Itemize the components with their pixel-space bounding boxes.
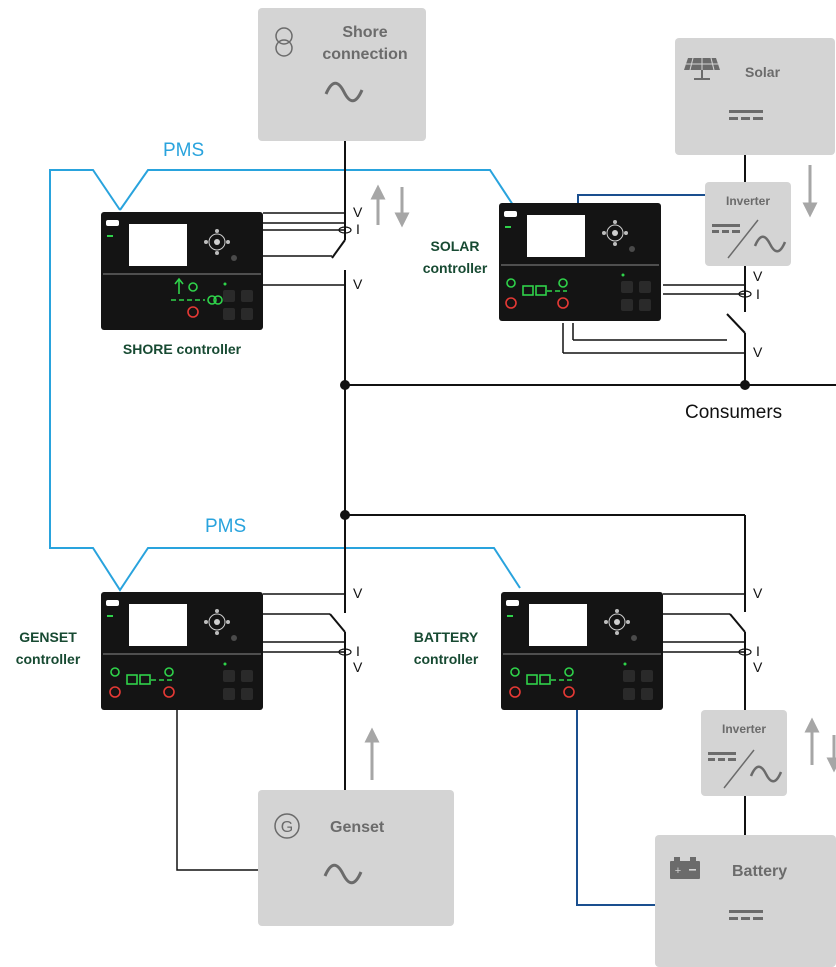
solar-controller-wiring [562, 284, 745, 354]
breaker-mimic-icon [506, 278, 568, 296]
battery-title: Battery [732, 863, 787, 880]
shore-title-line1: Shore [342, 24, 387, 41]
ac-sine-icon [323, 863, 363, 885]
shore-controller-label: SHORE controller [123, 341, 242, 357]
current-transformer-icon [338, 648, 352, 656]
main-busbar [329, 140, 836, 835]
battery-controller-label-line2: controller [414, 651, 479, 667]
voltage-label: V [753, 659, 763, 675]
shore-controller-panel [100, 211, 264, 331]
current-label: I [356, 221, 360, 237]
battery-controller-wiring [663, 593, 745, 653]
pms-label-top: PMS [163, 140, 204, 161]
current-transformer-icon [338, 226, 352, 234]
battery-controller-label-line1: BATTERY [414, 629, 479, 645]
inverter-bottom-label: Inverter [722, 722, 766, 736]
bus-node [340, 510, 350, 520]
current-transformer-icon [738, 648, 752, 656]
svg-text:G: G [281, 819, 293, 836]
solar-controller-label-line2: controller [423, 260, 488, 276]
inverter-bottom-box: Inverter [701, 710, 787, 796]
voltage-label: V [353, 659, 363, 675]
breaker-mimic-icon [510, 667, 575, 685]
genset-controller-wiring [176, 593, 345, 871]
stop-button-icon [563, 686, 575, 698]
shore-controller-wiring [263, 212, 345, 286]
shore-title-line2: connection [322, 46, 407, 63]
solar-dc-link [577, 194, 705, 203]
dc-ac-converter-icon [708, 749, 783, 789]
breaker-mimic-icon [110, 667, 175, 685]
battery-box: + Battery [655, 835, 836, 967]
stop-button-icon [187, 306, 199, 318]
current-label: I [756, 643, 760, 659]
voltage-label: V [353, 276, 363, 292]
ac-sine-icon [324, 81, 364, 103]
current-transformer-icon [738, 290, 752, 298]
dc-icon [729, 910, 763, 920]
voltage-label: V [753, 344, 763, 360]
stop-button-icon [109, 686, 121, 698]
dc-icon [729, 110, 763, 120]
consumers-label: Consumers [685, 402, 782, 423]
genset-controller-panel [100, 591, 264, 711]
current-label: I [756, 286, 760, 302]
genset-title: Genset [330, 819, 385, 836]
transformer-icon [275, 27, 293, 57]
battery-dc-link [576, 710, 655, 906]
genset-controller-label-line2: controller [16, 651, 81, 667]
breaker-mimic-icon [171, 277, 223, 305]
voltage-label: V [353, 204, 363, 220]
inverter-top-label: Inverter [726, 194, 770, 208]
bus-node [740, 380, 750, 390]
battery-icon: + [670, 857, 700, 879]
battery-controller-panel [500, 591, 664, 711]
voltage-label: V [753, 585, 763, 601]
current-label: I [356, 643, 360, 659]
solar-title: Solar [745, 64, 781, 80]
svg-text:+: + [675, 865, 681, 877]
shore-connection-box: Shore connection [258, 8, 426, 141]
inverter-top-box: Inverter [705, 182, 791, 266]
solar-controller-panel [498, 202, 662, 322]
pms-label-bottom: PMS [205, 516, 246, 537]
stop-button-icon [557, 297, 569, 309]
generator-g-icon: G [274, 813, 300, 839]
solar-box: Solar [675, 38, 835, 155]
pms-line-top [49, 169, 521, 592]
pms-line-top-right [119, 169, 516, 211]
dc-ac-converter-icon [712, 219, 787, 259]
bus-node [340, 380, 350, 390]
voltage-label: V [353, 585, 363, 601]
genset-controller-label-line1: GENSET [19, 629, 77, 645]
voltage-label: V [753, 268, 763, 284]
solar-controller-label-line1: SOLAR [431, 238, 480, 254]
stop-button-icon [505, 297, 517, 309]
stop-button-icon [509, 686, 521, 698]
genset-box: G Genset [258, 790, 454, 926]
stop-button-icon [163, 686, 175, 698]
